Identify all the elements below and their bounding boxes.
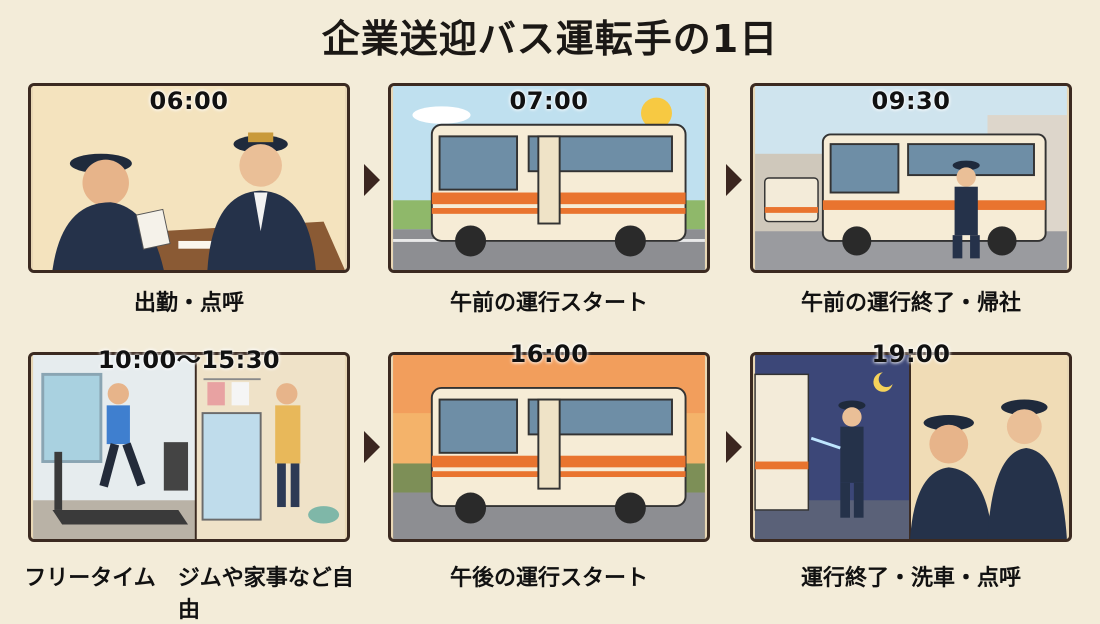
step-time: 19:00	[871, 340, 951, 368]
step-time: 10:00〜15:30	[97, 346, 281, 374]
step-caption: 午前の運行終了・帰社	[800, 291, 1021, 316]
step-caption: 午前の運行スタート	[449, 291, 648, 316]
illustration-roll-call	[33, 86, 345, 270]
timeline-infographic: 企業送迎バス運転手の1日 06:00 出勤・点呼	[24, 17, 1072, 623]
step-time: 07:00	[509, 87, 589, 115]
panel-free-time	[28, 352, 350, 542]
panel-roll-call-morning	[28, 83, 350, 273]
step-caption: 午後の運行スタート	[449, 566, 648, 591]
arrow-right-icon	[726, 164, 742, 196]
illustration-bus-morning	[393, 86, 705, 270]
step-time: 06:00	[149, 87, 229, 115]
page-title: 企業送迎バス運転手の1日	[321, 17, 779, 61]
step-caption: 出勤・点呼	[133, 291, 244, 316]
step-caption: 運行終了・洗車・点呼	[800, 566, 1021, 591]
arrow-right-icon	[364, 431, 380, 463]
illustration-bus-depot	[755, 86, 1067, 270]
arrow-right-icon	[364, 164, 380, 196]
panel-morning-return	[750, 83, 1072, 273]
illustration-gym-housework	[33, 355, 345, 539]
step-time: 09:30	[871, 87, 951, 115]
illustration-wash-roll-call	[754, 355, 1067, 539]
illustration-bus-sunset	[393, 355, 705, 539]
panel-evening-end	[750, 352, 1072, 542]
panel-afternoon-departure	[388, 352, 710, 542]
step-caption: フリータイム ジムや家事など自由	[24, 566, 354, 623]
panel-morning-departure	[388, 83, 710, 273]
arrow-right-icon	[726, 431, 742, 463]
step-time: 16:00	[509, 340, 589, 368]
